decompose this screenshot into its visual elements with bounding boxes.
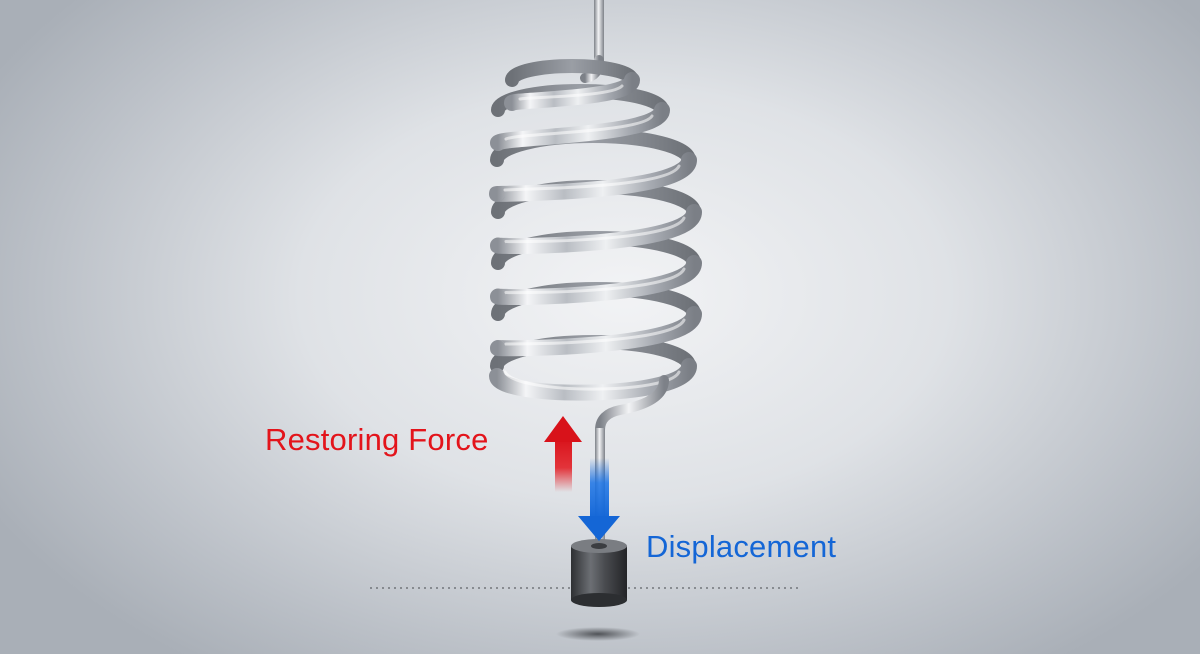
coil-highlight [504,216,686,244]
coil-highlight [504,318,686,346]
coil-loop-front [490,255,702,305]
arrow-up-icon [544,416,582,492]
weight-shadow [556,627,640,641]
arrow-down-icon [578,458,620,541]
coil-loop-front [489,152,697,202]
coil-loop-back [505,59,639,87]
coil-highlight [503,370,681,391]
coil-loop-front [489,358,697,401]
top-rod [594,0,604,66]
displacement-label: Displacement [646,529,837,564]
coil-loop-front [490,102,670,151]
coil-highlight [504,114,654,141]
coil-loop-front [490,204,702,254]
bottom-rod-bend [595,375,669,435]
spring-coil-front [489,72,702,401]
coil-loop-front [490,306,702,357]
cylinder-weight-icon [571,539,627,607]
coil-spring-icon [489,59,702,401]
coil-highlight [504,267,686,295]
coil-highlight [503,164,681,192]
restoring-force-label: Restoring Force [265,422,489,457]
coil-loop-front [504,72,640,111]
coil-highlight [518,84,624,101]
